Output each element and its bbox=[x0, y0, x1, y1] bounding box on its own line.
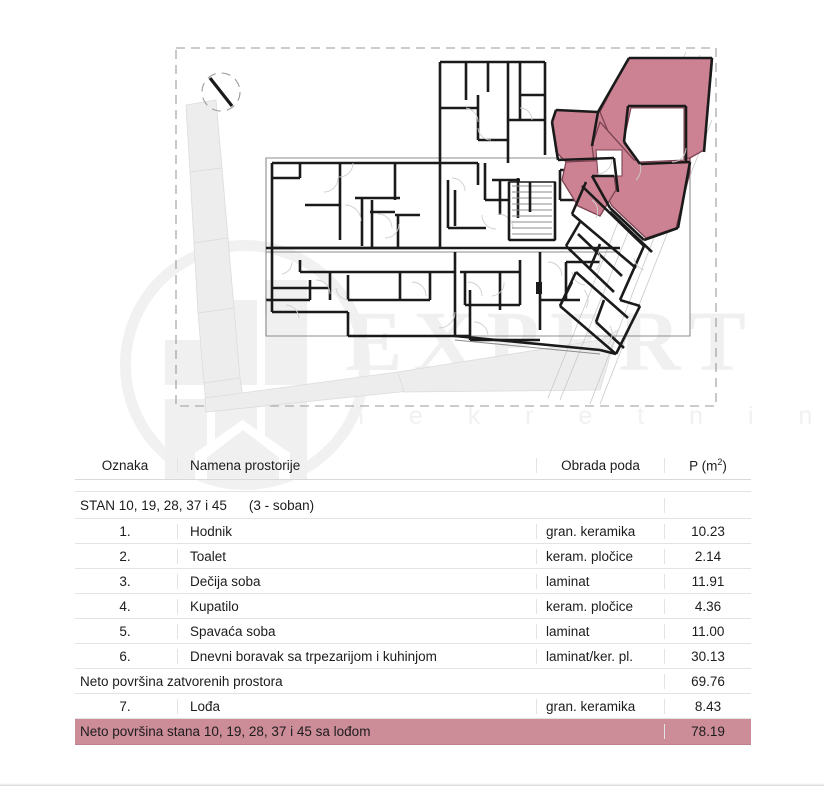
subtotal-row: Neto površina zatvorenih prostora 69.76 bbox=[75, 669, 751, 694]
floor-finish: laminat bbox=[537, 623, 665, 639]
room-name: Hodnik bbox=[178, 523, 537, 539]
subtotal-area: 69.76 bbox=[691, 673, 725, 689]
row-number: 5. bbox=[75, 623, 178, 639]
apartment-group-row: STAN 10, 19, 28, 37 i 45 (3 - soban) bbox=[75, 492, 751, 519]
povrsina-superscript: 2 bbox=[717, 457, 723, 468]
room-name: Lođa bbox=[178, 698, 537, 714]
room-area: 11.00 bbox=[691, 623, 725, 639]
page-bottom-divider bbox=[0, 783, 824, 786]
apartment-group-label: STAN 10, 19, 28, 37 i 45 (3 - soban) bbox=[75, 497, 665, 513]
table-spacer-row bbox=[75, 480, 751, 492]
table-header-row: Oznaka Namena prostorije Obrada poda P (… bbox=[75, 452, 751, 480]
room-name: Spavaća soba bbox=[178, 623, 537, 639]
floor-plan-drawing: .w { fill:none; stroke:#1a1a1a; stroke-w… bbox=[175, 47, 717, 413]
floor-finish: gran. keramika bbox=[537, 698, 665, 714]
row-number: 3. bbox=[75, 573, 178, 589]
row-number: 1. bbox=[75, 523, 178, 539]
column-header-namena: Namena prostorije bbox=[178, 458, 537, 473]
floor-finish: keram. pločice bbox=[537, 548, 665, 564]
column-header-obrada: Obrada poda bbox=[537, 458, 665, 473]
column-header-oznaka: Oznaka bbox=[75, 458, 178, 473]
room-name: Kupatilo bbox=[178, 598, 537, 614]
apartment-group-type: (3 - soban) bbox=[248, 497, 315, 513]
row-number: 4. bbox=[75, 598, 178, 614]
floor-finish: laminat bbox=[537, 573, 665, 589]
room-area: 2.14 bbox=[694, 548, 722, 564]
floor-finish: laminat/ker. pl. bbox=[537, 648, 665, 664]
room-area: 30.13 bbox=[691, 648, 725, 664]
row-number: 7. bbox=[75, 698, 178, 714]
room-area: 4.36 bbox=[694, 598, 722, 614]
row-number: 2. bbox=[75, 548, 178, 564]
room-name: Toalet bbox=[178, 548, 537, 564]
room-area: 11.91 bbox=[691, 573, 725, 589]
apartment-spec-table: Oznaka Namena prostorije Obrada poda P (… bbox=[75, 452, 751, 745]
room-area: 8.43 bbox=[694, 698, 722, 714]
povrsina-prefix: P (m bbox=[689, 458, 718, 474]
table-row: 6.Dnevni boravak sa trpezarijom i kuhinj… bbox=[75, 644, 751, 669]
total-area: 78.19 bbox=[691, 724, 725, 739]
povrsina-suffix: ) bbox=[722, 458, 727, 474]
room-name: Dnevni boravak sa trpezarijom i kuhinjom bbox=[178, 648, 537, 664]
row-number: 6. bbox=[75, 648, 178, 664]
floor-finish: keram. pločice bbox=[537, 598, 665, 614]
table-row-loggia: 7. Lođa gran. keramika 8.43 bbox=[75, 694, 751, 719]
floor-finish: gran. keramika bbox=[537, 523, 665, 539]
total-row: Neto površina stana 10, 19, 28, 37 i 45 … bbox=[75, 719, 751, 745]
apartment-group-title: STAN 10, 19, 28, 37 i 45 bbox=[80, 497, 227, 513]
total-label: Neto površina stana 10, 19, 28, 37 i 45 … bbox=[75, 724, 665, 739]
column-header-povrsina: P (m2) bbox=[665, 457, 751, 474]
subtotal-label: Neto površina zatvorenih prostora bbox=[75, 673, 665, 689]
room-area: 10.23 bbox=[691, 523, 725, 539]
room-name: Dečija soba bbox=[178, 573, 537, 589]
